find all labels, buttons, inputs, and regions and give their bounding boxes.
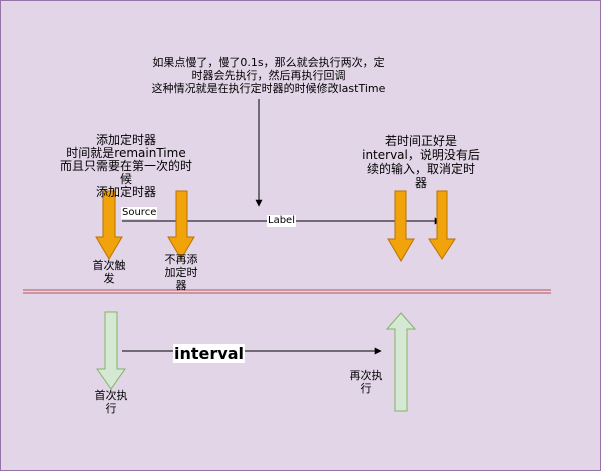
first-trigger-arrow [95, 190, 123, 260]
left-note: 添加定时器 时间就是remainTime 而且只需要在第一次的时候 添加定时器 [59, 133, 192, 199]
label-label: Label [267, 215, 296, 227]
third-trigger-arrow [387, 190, 415, 262]
no-more-add-text: 不再添 加定时 器 [164, 253, 198, 292]
second-trigger-arrow [167, 190, 195, 260]
source-label: Source [121, 207, 158, 219]
fourth-trigger-arrow [428, 190, 456, 260]
top-note: 如果点慢了，慢了0.1s，那么就会执行两次，定 时器会先执行，然后再执行回调 这… [151, 56, 386, 95]
again-exec-arrow [385, 312, 417, 412]
interval-label: interval [173, 344, 245, 363]
first-trigger-text: 首次触 发 [92, 259, 126, 285]
right-note: 若时间正好是 interval，说明没有后 续的输入，取消定时 器 [362, 134, 480, 190]
again-exec-text: 再次执 行 [349, 369, 383, 395]
first-exec-arrow [96, 311, 126, 390]
first-exec-text: 首次执 行 [94, 389, 128, 415]
